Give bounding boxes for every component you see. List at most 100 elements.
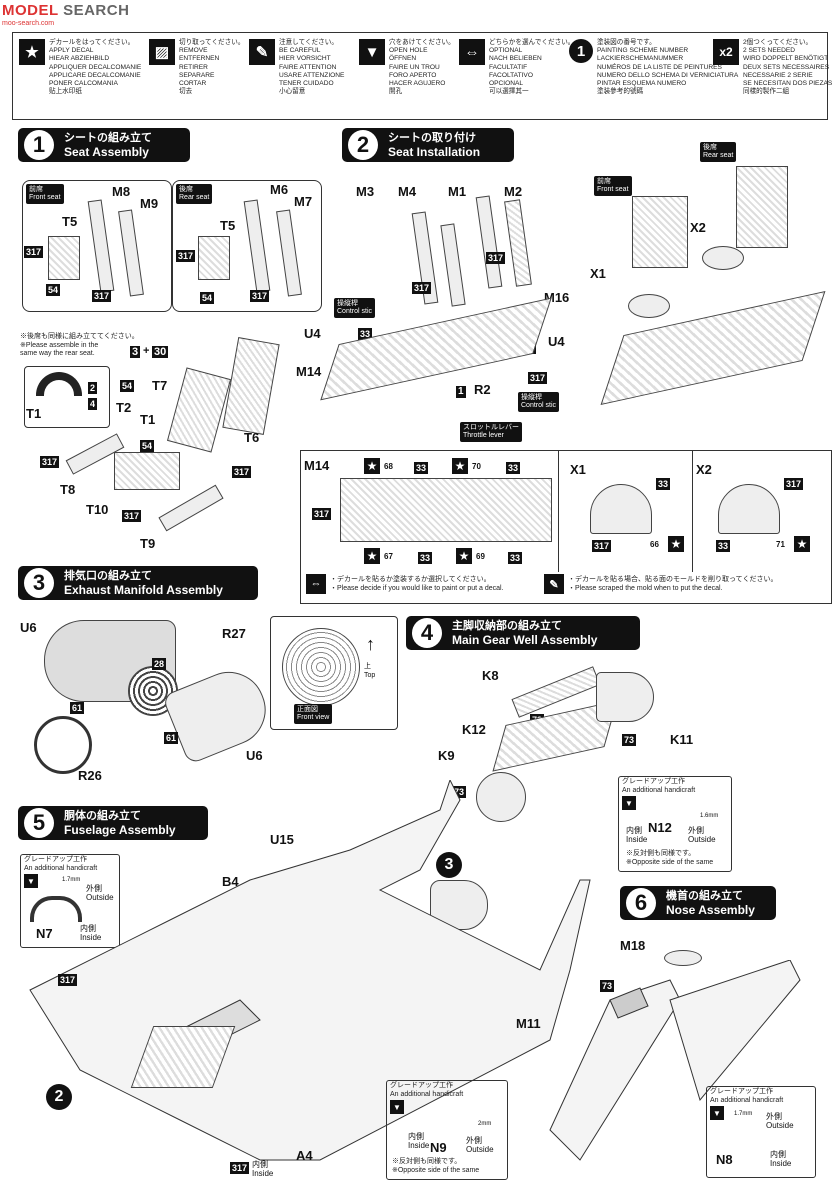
step-title-en: Seat Installation [388,145,481,159]
decal-number: 71 [776,540,785,549]
step-number: 2 [348,130,378,160]
legend-text: どちらかを選んでください。 OPTIONAL NACH BELIEBEN FAC… [489,39,575,96]
step-reference: 2 [46,1084,72,1110]
inside-label: 内側 Inside [252,1160,274,1178]
part-label: N7 [36,926,53,941]
inside-label: 内側 Inside [408,1132,430,1150]
front-seat-tag: 前席 Front seat [594,176,632,196]
outside-label: 外側 Outside [466,1136,494,1154]
part-label: T1 [140,412,156,427]
inside-label: 内側 Inside [80,924,102,942]
exhaust-front-view [282,628,360,706]
step-title-en: Main Gear Well Assembly [452,633,598,647]
front-view-tag: 正面図 Front view [294,704,333,724]
seat-pan-part [198,236,230,280]
decal-number: 317 [412,282,432,294]
decal-number: 68 [384,462,393,471]
decal-number: 4 [88,398,98,410]
seat-rail-part [475,195,503,289]
control-stick-tag: 操縦桿 Control stic [334,298,376,318]
decal-number: 28 [152,658,167,670]
ejection-seat-part [166,367,232,453]
watermark-sub: moo-search.com [2,20,55,27]
step-title-en: Seat Assembly [64,145,149,159]
part-label: U4 [548,334,565,349]
opposite-note: ※反対側も同様です。 ※Opposite side of the same [626,850,714,866]
legend-text: 切り取ってください。 REMOVE ENTFERNEN RETIRER SEPA… [179,39,245,96]
legend-text: 2個つくってください。 2 SETS NEEDED WIRD DOPPELT B… [743,39,833,96]
up-arrow-icon: ↑ [366,634,375,654]
part-label: T6 [244,430,260,445]
decal-number: 317 [528,372,548,384]
decal-number: 33 [508,552,523,564]
control-stick-tag: 操縦桿 Control stic [518,392,560,412]
part-label: M2 [504,184,523,199]
part-label: M11 [516,1016,541,1031]
cut-icon: ▨ [149,39,175,65]
part-label: X2 [696,462,712,477]
part-label: T5 [62,214,78,229]
x2-icon: x2 [713,39,739,65]
seat-arm-part [158,484,224,532]
part-label: K8 [482,668,499,683]
star-icon: ★ [794,536,810,552]
decal-number: 69 [476,552,485,561]
outside-label: 外側 Outside [766,1112,794,1130]
front-seat-tag: 前席 Front seat [26,184,64,204]
decal-number: 317 [122,510,142,522]
part-label: K12 [462,722,486,737]
handicraft-note: グレードアップ工作 An additional handicraft [622,778,696,794]
star-icon: ★ [668,536,684,552]
handicraft-inset [618,776,732,872]
part-reference: 30 [152,346,169,358]
part-label: T10 [86,502,109,517]
handicraft-inset [20,854,120,948]
legend-optional: ⇔どちらかを選んでください。 OPTIONAL NACH BELIEBEN FA… [459,39,574,96]
part-label: N8 [716,1152,733,1167]
step-number: 3 [24,568,54,598]
dimension-label: 1.7mm [62,877,81,883]
decal-number: 54 [200,292,215,304]
front-view-inset [270,616,398,730]
step-number: 6 [626,888,656,918]
step-number: 4 [412,618,442,648]
part-label: M8 [112,184,131,199]
decal-number: 54 [120,380,135,392]
step-title-en: Exhaust Manifold Assembly [64,583,223,597]
instrument-hood-part [702,246,744,270]
watermark-suffix: SEARCH [58,2,130,19]
decal-number: 73 [600,980,615,992]
decal-number: 317 [232,466,252,478]
arrows-icon: ⇔ [306,574,326,594]
instrument-panel-part [718,484,780,534]
step-title-jp: シートの取り付け [388,132,476,144]
legend-hole: ▼穴をあけてください。 OPEN HOLE ÖFFNEN FAIRE UN TR… [359,39,455,96]
cockpit-floor-part [340,478,552,542]
step-title-jp: 胴体の組み立て [64,810,141,822]
headrest-detail [36,372,82,396]
part-label: U6 [246,748,263,763]
part-label: T5 [220,218,236,233]
part-label: M1 [448,184,467,199]
handicraft-note: グレードアップ工作 An additional handicraft [390,1082,464,1098]
seat-detail-inset [24,366,110,428]
exhaust-assembly-part [430,880,488,930]
part-label: R27 [222,626,246,641]
part-label: U6 [20,620,37,635]
step-title-jp: 排気口の組み立て [64,570,152,582]
seat-rail-part [440,223,466,307]
canopy-detail [30,896,82,922]
part-label: M3 [356,184,375,199]
star-icon: ★ [452,458,468,474]
step-title-en: Nose Assembly [666,903,755,917]
symbol-legend: ★デカールをはってください。 APPLY DECAL HIEAR ABZIEHB… [12,32,832,120]
step-number: 1 [24,130,54,160]
divider [558,450,560,572]
legend-text: 穴をあけてください。 OPEN HOLE ÖFFNEN FAIRE UN TRO… [389,39,455,96]
divider [692,450,694,572]
decal-number: 33 [414,462,429,474]
part-label: N9 [430,1140,447,1155]
decal-number: 317 [176,250,196,262]
decal-note: ・デカールを貼るか塗装するか選択してください。 ・Please decide i… [330,576,504,592]
